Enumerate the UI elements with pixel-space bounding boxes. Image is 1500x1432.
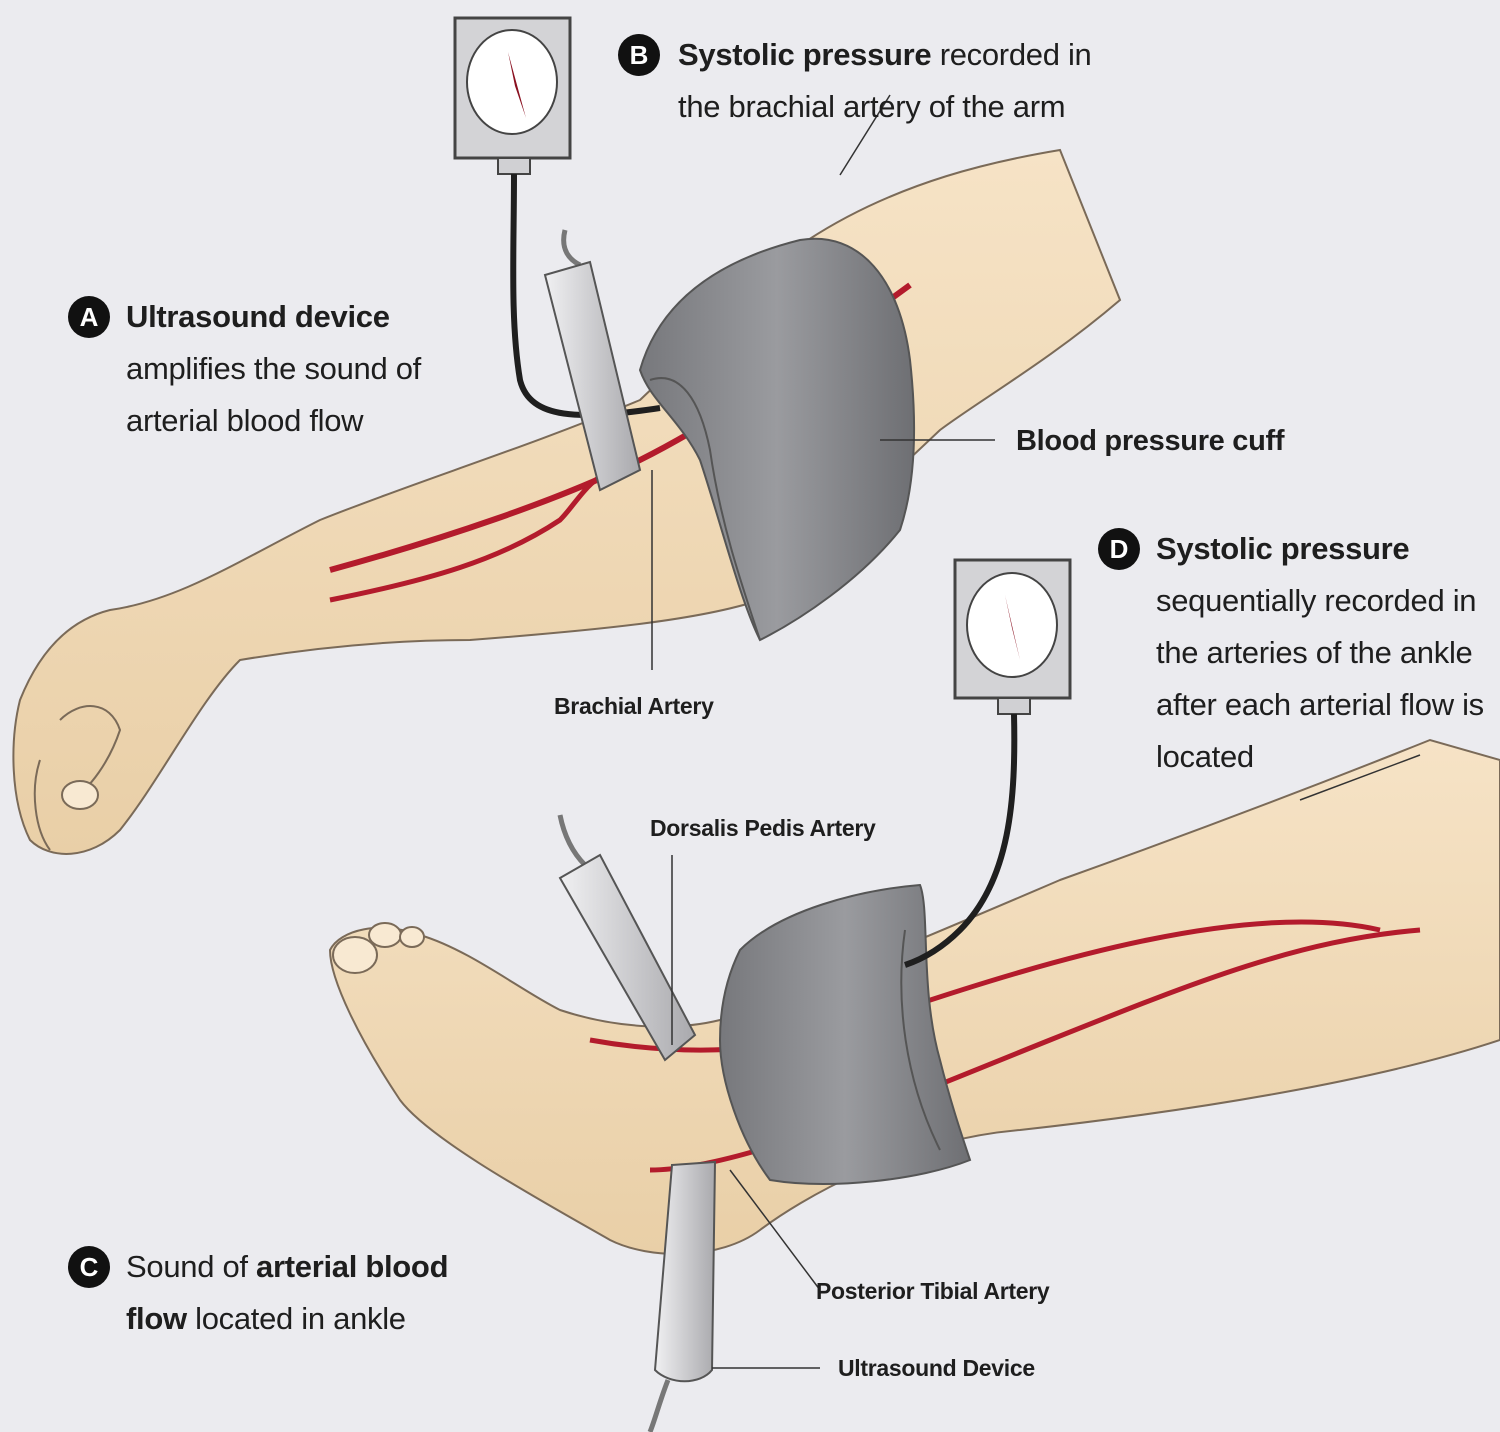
callout-b-text: Systolic pressure recorded in the brachi…: [678, 29, 1092, 133]
callout-c-bold2: flow: [126, 1301, 187, 1336]
callout-d-line2: sequentially recorded in: [1156, 583, 1477, 618]
pressure-gauge-arm: [453, 16, 661, 418]
ankle-blood-pressure-cuff: [718, 883, 972, 1185]
callout-d-text: Systolic pressure sequentially recorded …: [1156, 523, 1484, 783]
callout-a-line3: arterial blood flow: [126, 403, 364, 438]
leader-lines: [651, 94, 1421, 1369]
callout-b-rest: recorded in: [931, 37, 1092, 72]
callout-b-line2: the brachial artery of the arm: [678, 89, 1066, 124]
callout-c-rest: located in ankle: [186, 1301, 406, 1336]
callout-c-pre: Sound of: [126, 1249, 257, 1284]
label-posterior-tibial-artery: Posterior Tibial Artery: [816, 1278, 1050, 1304]
ultrasound-probe-dorsalis: [557, 814, 697, 1062]
pressure-gauge-ankle: [904, 558, 1072, 968]
badge-b: B: [618, 34, 660, 76]
callout-a-line2: amplifies the sound of: [126, 351, 421, 386]
label-brachial-artery: Brachial Artery: [554, 693, 714, 719]
badge-c: C: [68, 1246, 110, 1288]
callout-d-title: Systolic pressure: [1156, 531, 1410, 566]
label-blood-pressure-cuff: Blood pressure cuff: [1016, 425, 1285, 457]
callout-a-title: Ultrasound device: [126, 299, 390, 334]
callout-d-line4: after each arterial flow is: [1156, 687, 1484, 722]
callout-c-text: Sound of arterial blood flow located in …: [126, 1241, 449, 1345]
label-dorsalis-pedis-artery: Dorsalis Pedis Artery: [650, 815, 876, 841]
callout-a-text: Ultrasound device amplifies the sound of…: [126, 291, 421, 447]
callout-d-line3: the arteries of the ankle: [1156, 635, 1473, 670]
label-ultrasound-device: Ultrasound Device: [838, 1355, 1035, 1381]
badge-a: A: [68, 296, 110, 338]
callout-c-bold1: arterial blood: [256, 1249, 449, 1284]
callout-d-line5: located: [1156, 739, 1254, 774]
badge-d: D: [1098, 528, 1140, 570]
arm-blood-pressure-cuff: [638, 237, 916, 642]
ultrasound-probe-posterior: [647, 1160, 717, 1432]
callout-b-title: Systolic pressure: [678, 37, 932, 72]
ultrasound-probe-arm: [543, 229, 642, 492]
